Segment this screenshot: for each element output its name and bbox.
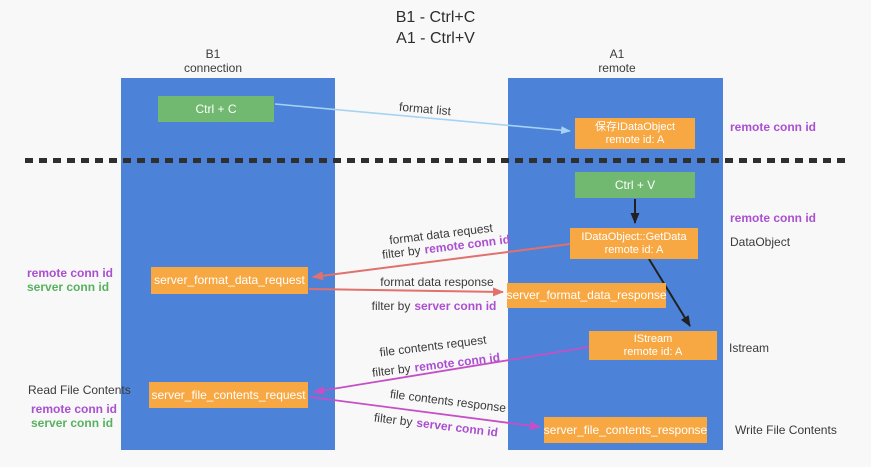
session-divider-dashed-line bbox=[25, 158, 846, 163]
node-istream: IStream remote id: A bbox=[589, 331, 717, 360]
node-server-file-contents-response: server_file_contents_response bbox=[544, 417, 707, 443]
node-idataobject-getdata: IDataObject::GetData remote id: A bbox=[570, 228, 698, 259]
filter-by-text: filter by bbox=[371, 299, 411, 313]
node-server-file-contents-request: server_file_contents_request bbox=[149, 382, 308, 408]
lane-header-b1: B1 connection bbox=[143, 47, 283, 75]
annotation-dataobject: DataObject bbox=[730, 235, 791, 249]
annotation-remote-conn-id-top: remote conn id bbox=[730, 120, 817, 134]
node-server-file-contents-response-label: server_file_contents_response bbox=[543, 422, 708, 437]
lane-b1-name: B1 bbox=[205, 47, 221, 61]
node-ctrl-v: Ctrl + V bbox=[575, 172, 695, 198]
node-istream-line1: IStream bbox=[633, 332, 673, 345]
format-list-arrow bbox=[274, 103, 571, 135]
node-server-file-contents-request-label: server_file_contents_request bbox=[151, 387, 306, 402]
file-contents-request-arrow bbox=[313, 346, 590, 395]
node-ctrl-c: Ctrl + C bbox=[158, 96, 274, 122]
format-data-response-arrow bbox=[308, 287, 504, 297]
annotation-server-conn-id-left-2: server conn id bbox=[31, 416, 114, 430]
format-data-request-arrow bbox=[312, 243, 571, 281]
node-ctrl-c-label: Ctrl + C bbox=[195, 102, 237, 116]
node-server-format-data-response: server_format_data_response bbox=[506, 283, 667, 308]
node-istream-line2: remote id: A bbox=[623, 345, 683, 358]
getdata-to-istream-arrow bbox=[648, 258, 691, 327]
node-save-idataobject: 保存IDataObject remote id: A bbox=[575, 118, 695, 149]
lane-b1-subtitle: connection bbox=[183, 61, 243, 75]
node-server-format-data-request: server_format_data_request bbox=[151, 267, 308, 294]
lane-header-a1: A1 remote bbox=[547, 47, 687, 75]
lane-a1-name: A1 bbox=[609, 47, 625, 61]
node-idataobject-getdata-line2: remote id: A bbox=[604, 243, 664, 256]
lane-a1-subtitle: remote bbox=[598, 61, 636, 75]
title-line-1: B1 - Ctrl+C bbox=[395, 9, 476, 26]
msg-format-data-response: format data response bbox=[380, 275, 494, 289]
node-save-idataobject-line2: remote id: A bbox=[605, 133, 665, 146]
node-server-format-data-response-label: server_format_data_response bbox=[506, 288, 667, 302]
annotation-remote-conn-id-left-1: remote conn id bbox=[27, 266, 114, 280]
node-ctrl-v-label: Ctrl + V bbox=[614, 178, 656, 192]
annotation-istream: Istream bbox=[729, 341, 770, 355]
annotation-read-file-contents: Read File Contents bbox=[28, 383, 131, 397]
annotation-server-conn-id-left-1: server conn id bbox=[27, 280, 110, 294]
annotation-remote-conn-id-left-2: remote conn id bbox=[31, 402, 118, 416]
title-line-2: A1 - Ctrl+V bbox=[396, 30, 475, 47]
file-contents-response-arrow bbox=[309, 396, 541, 431]
node-idataobject-getdata-line1: IDataObject::GetData bbox=[581, 230, 687, 243]
node-save-idataobject-line1: 保存IDataObject bbox=[594, 120, 676, 133]
node-server-format-data-request-label: server_format_data_request bbox=[154, 273, 305, 287]
annotation-write-file-contents: Write File Contents bbox=[735, 423, 837, 437]
annotation-remote-conn-id-mid: remote conn id bbox=[730, 211, 817, 225]
diagram-title: B1 - Ctrl+C A1 - Ctrl+V bbox=[0, 7, 871, 49]
server-conn-id-text: server conn id bbox=[414, 299, 497, 313]
